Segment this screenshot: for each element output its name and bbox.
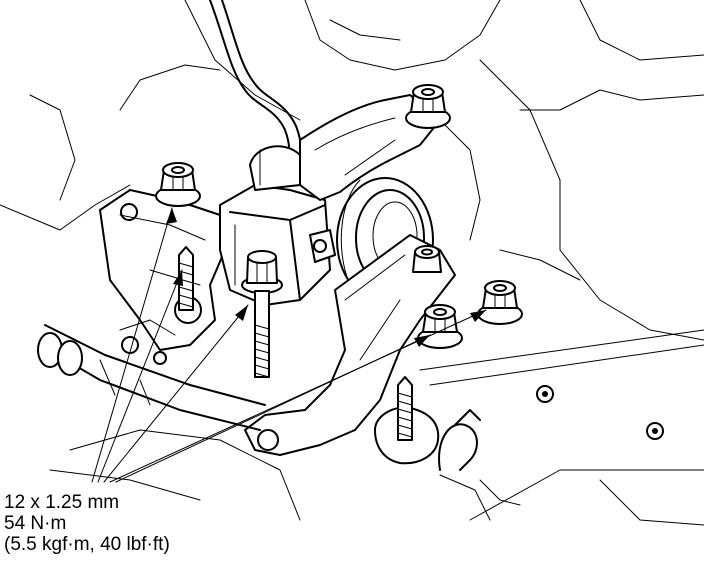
threaded-stud <box>178 246 194 311</box>
torque-rod <box>244 229 456 456</box>
flange-bolt <box>241 250 283 378</box>
engine-block-casting <box>0 0 704 341</box>
torque-nm-label: 54 N·m <box>4 513 67 534</box>
upper-mount-bracket <box>299 94 441 201</box>
flange-nut <box>417 304 463 349</box>
shift-cable-tube <box>37 319 301 521</box>
flange-nut <box>477 280 523 325</box>
case-hole <box>646 422 664 440</box>
harness-clip <box>438 409 521 506</box>
bolt-size-label: 12 x 1.25 mm <box>4 492 120 513</box>
torque-spec-callout: 12 x 1.25 mm 54 N·m (5.5 kgf·m, 40 lbf·f… <box>4 492 264 555</box>
case-hole <box>536 385 554 403</box>
callout-leader-lines <box>91 207 487 483</box>
threaded-stud <box>397 376 413 441</box>
flange-nut <box>405 84 451 129</box>
transmission-case <box>419 329 704 526</box>
torque-alt-units-label: (5.5 kgf·m, 40 lbf·ft) <box>4 534 170 555</box>
flange-nut <box>155 162 201 207</box>
isolator-nut <box>412 245 442 273</box>
mount-bracket <box>99 189 226 351</box>
